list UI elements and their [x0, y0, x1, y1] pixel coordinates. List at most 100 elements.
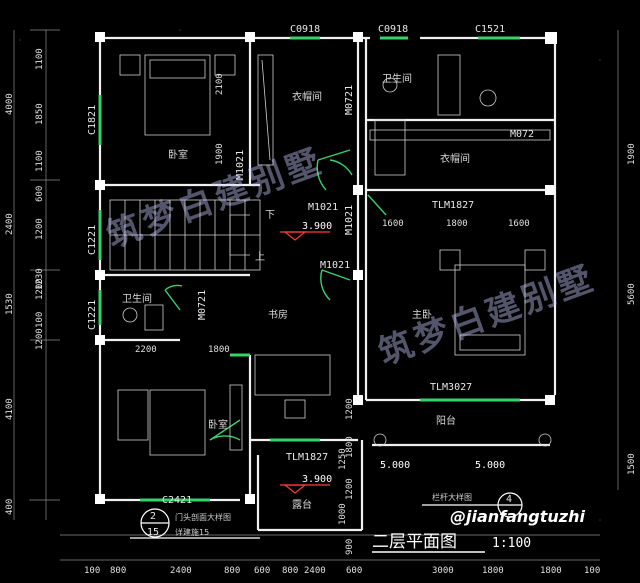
elevation-stair: 3.900: [302, 221, 332, 232]
svg-text:2100: 2100: [215, 73, 225, 95]
svg-text:1800: 1800: [208, 345, 230, 355]
dims-left-outer: 4000 2400 1530 4100 400: [5, 93, 15, 515]
room-stair-down: 下: [265, 210, 275, 221]
code-m0721b: M0721: [197, 290, 208, 320]
elevation-terrace: 3.900: [302, 474, 332, 485]
svg-text:600: 600: [346, 566, 362, 576]
dims-left-inner: 1100 1850 1100 600 1200 1200 100 1230 12…: [35, 48, 45, 350]
svg-text:100: 100: [84, 566, 100, 576]
svg-text:1200: 1200: [35, 278, 45, 300]
room-stair-up: 上: [255, 251, 265, 263]
code-c1821: C1821: [87, 105, 98, 135]
dims-right: 1900 5600 1500: [627, 143, 637, 475]
svg-text:1800: 1800: [540, 566, 562, 576]
columns: [95, 32, 557, 504]
svg-text:1800: 1800: [345, 436, 355, 458]
svg-text:1200: 1200: [345, 478, 355, 500]
svg-text:2400: 2400: [304, 566, 326, 576]
room-closet-top: 衣帽间: [292, 90, 322, 103]
railing-note: 栏杆大样图: [432, 492, 472, 502]
elevation-bal-right: 5.000: [475, 460, 505, 471]
code-tlm1827b: TLM1827: [286, 452, 328, 463]
svg-text:4000: 4000: [5, 93, 15, 115]
windows: [98, 36, 520, 502]
svg-text:1230: 1230: [35, 268, 45, 290]
svg-text:2400: 2400: [170, 566, 192, 576]
detail-ref: 门头剖面大样图: [175, 512, 231, 522]
room-bedroom-nw: 卧室: [168, 148, 188, 161]
svg-text:2400: 2400: [5, 213, 15, 235]
detail-num-bot: 15: [147, 527, 159, 538]
code-m1021b: M1021: [308, 202, 338, 213]
svg-text:400: 400: [5, 499, 15, 515]
code-tlm1827a: TLM1827: [432, 200, 474, 211]
dimension-lines: [13, 29, 619, 561]
svg-text:900: 900: [345, 539, 355, 555]
svg-text:800: 800: [282, 566, 298, 576]
dims-bottom: 100 800 2400 800 600 800 2400 600 3000 1…: [84, 566, 600, 576]
room-bedroom-sw: 卧室: [208, 418, 228, 431]
svg-text:800: 800: [224, 566, 240, 576]
svg-text:1100: 1100: [35, 150, 45, 172]
svg-text:1250: 1250: [338, 448, 348, 470]
staircase: [109, 199, 261, 271]
code-tlm3027: TLM3027: [430, 382, 472, 393]
svg-text:1100: 1100: [35, 48, 45, 70]
svg-text:1900: 1900: [215, 143, 225, 165]
detail-num-top: 2: [150, 511, 156, 522]
svg-text:1200: 1200: [345, 398, 355, 420]
svg-text:800: 800: [110, 566, 126, 576]
code-c1521: C1521: [475, 24, 505, 35]
elevation-bal-left: 5.000: [380, 460, 410, 471]
svg-text:4100: 4100: [5, 398, 15, 420]
furniture: [117, 54, 552, 456]
svg-text:1000: 1000: [338, 503, 348, 525]
svg-text:1200: 1200: [35, 218, 45, 240]
room-balcony: 阳台: [436, 414, 456, 427]
svg-text:1500: 1500: [627, 453, 637, 475]
svg-text:1850: 1850: [35, 103, 45, 125]
code-c0918b: C0918: [378, 24, 408, 35]
room-closet-right: 衣帽间: [440, 152, 470, 165]
svg-text:600: 600: [254, 566, 270, 576]
doors: [164, 149, 387, 441]
svg-text:1800: 1800: [482, 566, 504, 576]
code-c2421: C2421: [162, 495, 192, 506]
svg-text:1600: 1600: [382, 219, 404, 229]
svg-text:1800: 1800: [446, 219, 468, 229]
detail-callouts: [130, 492, 523, 539]
code-m0721c: M072: [510, 129, 534, 140]
code-m1021d: M1021: [320, 260, 350, 271]
svg-text:100: 100: [584, 566, 600, 576]
room-study: 书房: [268, 308, 288, 321]
room-terrace: 露台: [292, 498, 312, 511]
code-c1221a: C1221: [87, 225, 98, 255]
svg-text:1900: 1900: [627, 143, 637, 165]
site-tag: @jianfangtuzhi: [450, 507, 586, 526]
rail-num: 4: [506, 494, 512, 505]
code-m1021a: M1021: [235, 150, 246, 180]
code-m1021c: M1021: [344, 205, 355, 235]
detail-sub: 详建施15: [175, 527, 209, 537]
svg-text:100: 100: [35, 312, 45, 328]
code-m0721a: M0721: [344, 85, 355, 115]
watermark-right: 筑梦白建别墅: [373, 258, 601, 374]
code-c0918a: C0918: [290, 24, 320, 35]
room-master: 主卧: [412, 308, 432, 321]
svg-text:600: 600: [35, 186, 45, 202]
elevation-marker-shapes: [280, 231, 330, 494]
code-c1221b: C1221: [87, 300, 98, 330]
plan-scale: 1:100: [492, 536, 531, 551]
svg-text:2200: 2200: [135, 345, 157, 355]
room-bath-left: 卫生间: [122, 292, 152, 305]
room-bath-top: 卫生间: [382, 72, 412, 85]
svg-text:1600: 1600: [508, 219, 530, 229]
svg-text:1530: 1530: [5, 293, 15, 315]
plan-title: 二层平面图: [372, 532, 457, 552]
dims-inner: 2200 1800 1600 1800 1600 1200 1800 1200 …: [135, 73, 530, 555]
svg-text:1200: 1200: [35, 328, 45, 350]
svg-text:3000: 3000: [432, 566, 454, 576]
svg-text:5600: 5600: [627, 283, 637, 305]
grid-dots: [19, 29, 601, 521]
